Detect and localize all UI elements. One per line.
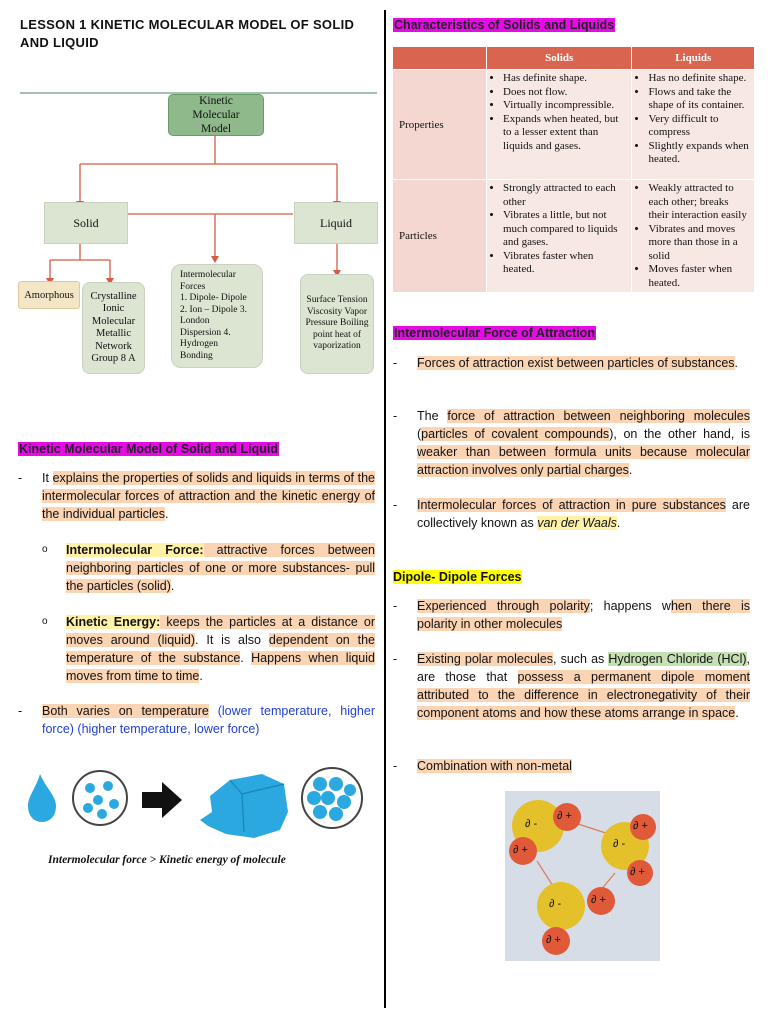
liquid-node: Liquid — [294, 202, 378, 244]
dipole-heading: Dipole- Dipole Forces — [393, 570, 522, 584]
col-solids: Solids — [485, 46, 633, 70]
list-item: o Kinetic Energy: keeps the particles at… — [42, 615, 376, 683]
table-row: Properties Has definite shape. Does not … — [392, 69, 755, 180]
amorphous-label: Amorphous — [24, 289, 74, 301]
crystalline-label: Crystalline Ionic Molecular Metallic Net… — [90, 290, 137, 365]
forces-node: Intermolecular Forces 1. Dipole- Dipole … — [171, 264, 263, 368]
list-item: o Intermolecular Force: attractive force… — [42, 543, 375, 593]
characteristics-table: Solids Liquids Properties Has definite s… — [392, 46, 755, 293]
liquid-properties-node: Surface Tension Viscosity Vapor Pressure… — [300, 274, 374, 374]
arrow-right-icon — [142, 782, 182, 818]
delta-plus-label: ∂ + — [630, 866, 645, 878]
concept-map: Kinetic Molecular Model Solid Liquid Amo… — [15, 88, 380, 388]
delta-plus-label: ∂ + — [546, 934, 561, 946]
col-liquids: Liquids — [631, 46, 755, 70]
solid-node: Solid — [44, 202, 128, 244]
water-drop-icon — [28, 774, 56, 822]
delta-plus-label: ∂ + — [557, 810, 572, 822]
list-item: - Existing polar molecules, such as Hydr… — [393, 652, 750, 720]
liquid-properties-label: Surface Tension Viscosity Vapor Pressure… — [305, 295, 369, 352]
kinetic-model-node: Kinetic Molecular Model — [168, 94, 264, 136]
liquid-particles-icon — [72, 770, 128, 826]
list-item: - Combination with non-metal — [393, 759, 572, 773]
delta-plus-label: ∂ + — [513, 844, 528, 856]
page-title: LESSON 1 KINETIC MOLECULAR MODEL OF SOLI… — [20, 17, 355, 50]
row-particles: Particles — [392, 179, 487, 293]
delta-minus-label: ∂ - — [525, 818, 538, 830]
amorphous-node: Amorphous — [18, 281, 80, 309]
table-heading: Characteristics of Solids and Liquids — [393, 18, 616, 32]
table-row: Particles Strongly attracted to each oth… — [392, 179, 755, 293]
forces-list: 1. Dipole- Dipole 2. Ion – Dipole 3. Lon… — [180, 293, 248, 361]
delta-plus-label: ∂ + — [591, 894, 606, 906]
row-properties: Properties — [392, 69, 487, 180]
list-item: - Experienced through polarity; happens … — [393, 599, 750, 631]
list-item: - It explains the properties of solids a… — [18, 471, 375, 521]
list-item: - The force of attraction between neighb… — [393, 409, 750, 477]
list-item: - Forces of attraction exist between par… — [393, 356, 739, 370]
forces-title: Intermolecular Forces — [180, 270, 236, 292]
imf-heading: Intermolecular Force of Attraction — [393, 326, 596, 340]
crystalline-node: Crystalline Ionic Molecular Metallic Net… — [82, 282, 145, 374]
list-item: - Intermolecular forces of attraction in… — [393, 498, 750, 530]
solid-label: Solid — [73, 215, 99, 230]
solid-particles-icon — [301, 767, 363, 829]
list-item: - Both varies on temperature (lower temp… — [18, 704, 375, 736]
delta-minus-label: ∂ - — [613, 838, 626, 850]
dipole-image: ∂ - ∂ + ∂ + ∂ - ∂ + ∂ + ∂ - ∂ + ∂ + — [505, 791, 660, 961]
kinetic-model-label: Kinetic Molecular Model — [192, 95, 240, 135]
column-divider — [384, 10, 386, 1008]
states-illustration — [28, 767, 363, 838]
kmm-heading: Kinetic Molecular Model of Solid and Liq… — [18, 442, 280, 456]
ice-cube-icon — [200, 774, 288, 838]
illustration-caption: Intermolecular force > Kinetic energy of… — [48, 854, 286, 866]
liquid-label: Liquid — [320, 215, 352, 230]
delta-plus-label: ∂ + — [633, 820, 648, 832]
delta-minus-label: ∂ - — [549, 898, 562, 910]
